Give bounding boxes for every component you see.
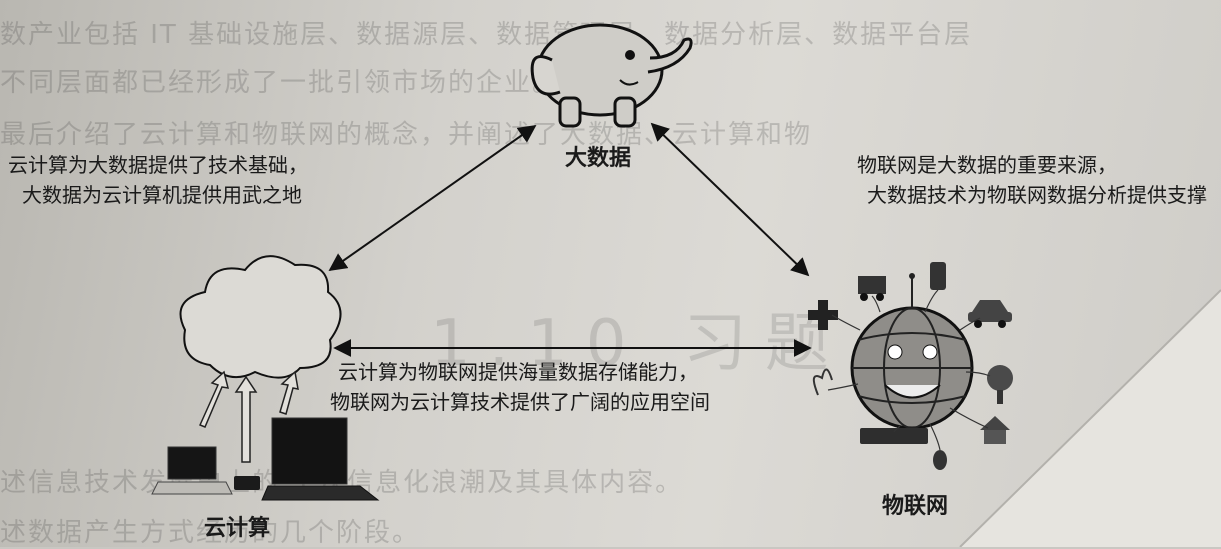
medical-cross-icon [808,300,838,330]
arrow-bigdata-iot [650,122,810,277]
upload-arrows [198,370,299,463]
device-box-icon [234,476,260,490]
relation-cloud-iot: 云计算为物联网提供海量数据存储能力， 物联网为云计算技术提供了广阔的应用空间 [330,357,710,417]
relation-iot-bigdata-line-1: 物联网是大数据的重要来源， [857,153,1117,177]
laptop-large-icon [261,417,380,501]
background-text-line-2: 不同层面都已经形成了一批引领市场的企业。 [0,68,561,98]
tree-icon [987,365,1013,404]
background-text-line-5: 述数据产生方式经历的几个阶段。 [0,518,421,548]
elephant-icon [530,23,693,128]
node-label-big-data: 大数据 [565,146,632,171]
node-label-cloud: 云计算 [204,516,271,541]
relation-cloud-bigdata: 云计算为大数据提供了技术基础， 大数据为云计算机提供用武之地 [8,150,308,210]
phone-icon [930,262,946,290]
plant-icon [812,368,833,396]
keyboard-icon [860,428,928,444]
relation-cloud-iot-line-1: 云计算为物联网提供海量数据存储能力， [338,360,698,384]
background-text-line-1: 数产业包括 IT 基础设施层、数据源层、数据管理层、数据分析层、数据平台层 [0,20,973,50]
relation-cloud-iot-line-2: 物联网为云计算技术提供了广阔的应用空间 [330,390,710,414]
arrow-cloud-bigdata [328,124,537,272]
relation-cloud-bigdata-line-1: 云计算为大数据提供了技术基础， [8,153,308,177]
relation-iot-bigdata: 物联网是大数据的重要来源， 大数据技术为物联网数据分析提供支撑 [752,150,1207,210]
mouse-icon [933,450,947,470]
car-icon [968,300,1012,328]
node-label-iot: 物联网 [882,494,949,519]
relation-cloud-bigdata-line-2: 大数据为云计算机提供用武之地 [22,183,302,207]
relation-iot-bigdata-line-2: 大数据技术为物联网数据分析提供支撑 [867,183,1207,207]
house-icon [980,416,1010,444]
cloud-icon [179,255,342,379]
laptop-small-icon [151,446,233,495]
antenna-icon [909,273,915,308]
truck-icon [858,276,886,301]
connection-wires [827,289,991,451]
